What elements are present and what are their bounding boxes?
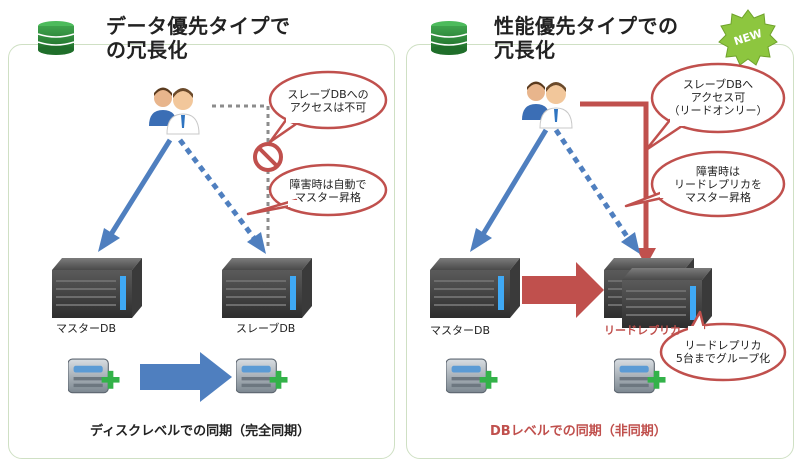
replication-arrow	[522, 262, 604, 318]
slave-db-label: スレーブDB	[236, 322, 296, 335]
callout-failover-right-text: 障害時は リードレプリカを マスター昇格	[674, 165, 762, 204]
left-title-line2: の冗長化	[106, 38, 188, 62]
left-title-line1: データ優先タイプで	[106, 14, 291, 38]
disk-sync-arrow	[140, 352, 232, 402]
master-db-server-icon	[52, 258, 142, 318]
disk-icon-slave	[236, 358, 289, 394]
no-entry-icon	[253, 142, 283, 172]
failover-arrow-slave	[178, 138, 266, 254]
callout-replica-group-text: リードレプリカ 5台までグループ化	[675, 339, 771, 365]
access-arrow-master-right	[470, 128, 549, 252]
callout-read-access-text: スレーブDBへ アクセス可 （リードオンリー）	[668, 78, 768, 117]
master-db-server-icon	[430, 258, 520, 318]
new-badge-icon	[718, 9, 778, 66]
failover-arrow-replica	[553, 128, 640, 254]
callout-read-access	[644, 62, 786, 152]
users-icon	[148, 87, 200, 135]
disk-icon-master	[446, 358, 499, 394]
read-replica-label: リードレプリカ	[604, 324, 681, 337]
slave-db-server-icon	[222, 258, 312, 318]
disk-icon-master	[68, 358, 121, 394]
database-icon	[430, 20, 468, 56]
left-caption: ディスクレベルでの同期（完全同期）	[90, 424, 311, 439]
callout-failover-left	[246, 163, 388, 217]
callout-failover-left-text: 障害時は自動で マスター昇格	[289, 178, 367, 204]
database-icon	[37, 20, 75, 56]
read-access-arrow	[580, 101, 656, 266]
master-db-label: マスターDB	[56, 322, 117, 335]
disk-icon-replica	[614, 358, 667, 394]
master-db-label-right: マスターDB	[430, 324, 491, 337]
users-icon	[521, 81, 573, 129]
callout-no-access-text: スレーブDBへの アクセスは不可	[287, 88, 369, 114]
access-arrow-master	[98, 138, 173, 252]
callout-no-access	[268, 70, 388, 144]
right-title-line1: 性能優先タイプでの	[494, 14, 679, 38]
right-caption: DBレベルでの同期（非同期）	[490, 424, 667, 439]
callout-failover-right	[624, 150, 786, 218]
callout-replica-group	[659, 310, 787, 382]
right-title-line2: 冗長化	[494, 38, 556, 62]
blocked-access-line	[212, 104, 270, 246]
